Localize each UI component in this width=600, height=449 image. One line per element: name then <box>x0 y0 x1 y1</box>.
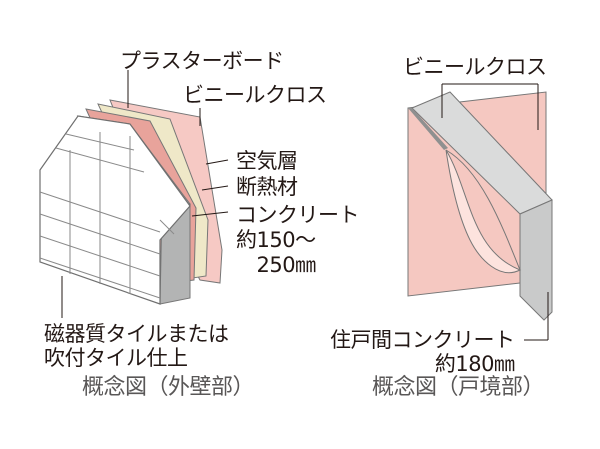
exterior-wall-illustration <box>39 99 223 305</box>
right-peeled-cloth-edge <box>445 149 521 271</box>
right-leader-lines <box>441 83 549 341</box>
label-vinyl-cloth-left: ビニールクロス <box>183 83 327 107</box>
left-leader-lines <box>61 70 229 318</box>
label-vinyl-cloth-right: ビニールクロス <box>403 55 547 79</box>
label-plasterboard: プラスターボード <box>120 49 284 73</box>
label-exterior-finish: 磁器質タイルまたは 吹付タイル仕上 <box>44 322 229 370</box>
caption-exterior-wall: 概念図（外壁部） <box>82 375 255 400</box>
label-insulation: 断熱材 <box>236 175 298 199</box>
right-concrete-back <box>408 108 448 150</box>
left-tile-grout <box>39 132 175 299</box>
label-party-wall-concrete: 住戸間コンクリート 約180㎜ <box>330 328 515 376</box>
caption-party-wall: 概念図（戸境部） <box>372 375 545 400</box>
left-tile-face <box>39 115 191 305</box>
label-air-layer: 空気層 <box>236 149 298 173</box>
party-wall-illustration <box>407 91 553 321</box>
right-concrete-side <box>519 199 553 321</box>
label-concrete-thickness-left: コンクリート 約150〜 250㎜ <box>236 203 360 277</box>
right-peeled-cloth <box>445 149 522 274</box>
